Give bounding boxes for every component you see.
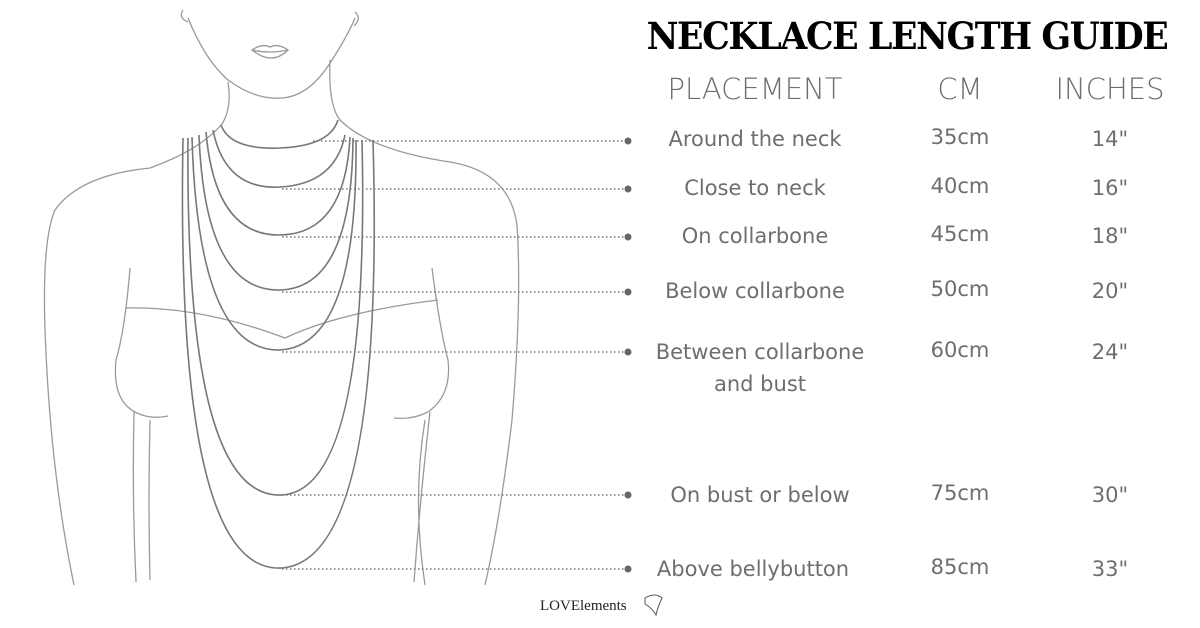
cm: 50cm [930, 277, 990, 301]
page-title: NECKLACE LENGTH GUIDE [646, 14, 1169, 58]
placement: Above bellybutton [656, 557, 850, 581]
inches: 30" [1091, 483, 1129, 507]
guide-dots [624, 137, 632, 573]
cm: 45cm [930, 222, 990, 246]
inches: 24" [1091, 340, 1129, 364]
inches: 18" [1091, 224, 1129, 248]
cm: 75cm [930, 481, 990, 505]
lips [250, 44, 290, 59]
cm: 60cm [930, 338, 990, 362]
necklaces [181, 119, 376, 569]
guide-lines [282, 140, 625, 570]
placement: Close to neck [684, 176, 826, 200]
cm: 40cm [930, 174, 990, 198]
placement: On collarbone [681, 224, 829, 248]
inches: 14" [1091, 127, 1129, 151]
inches: 20" [1091, 279, 1129, 303]
header-placement: PLACEMENT [667, 72, 843, 106]
placement: Between collarbone and bust [655, 340, 865, 396]
cm: 85cm [930, 555, 990, 579]
placement: Around the neck [668, 127, 842, 151]
inches: 16" [1091, 176, 1129, 200]
placement: Below collarbone [665, 279, 845, 303]
header-inches: INCHES [1055, 72, 1165, 106]
figure-outline [43, 9, 520, 586]
dolphin-logo-icon [644, 594, 663, 617]
header-cm: CM [937, 72, 983, 106]
placement: On bust or below [670, 483, 850, 507]
cm: 35cm [930, 125, 990, 149]
brand-logo: LOVElements [540, 598, 627, 614]
inches: 33" [1091, 557, 1129, 581]
